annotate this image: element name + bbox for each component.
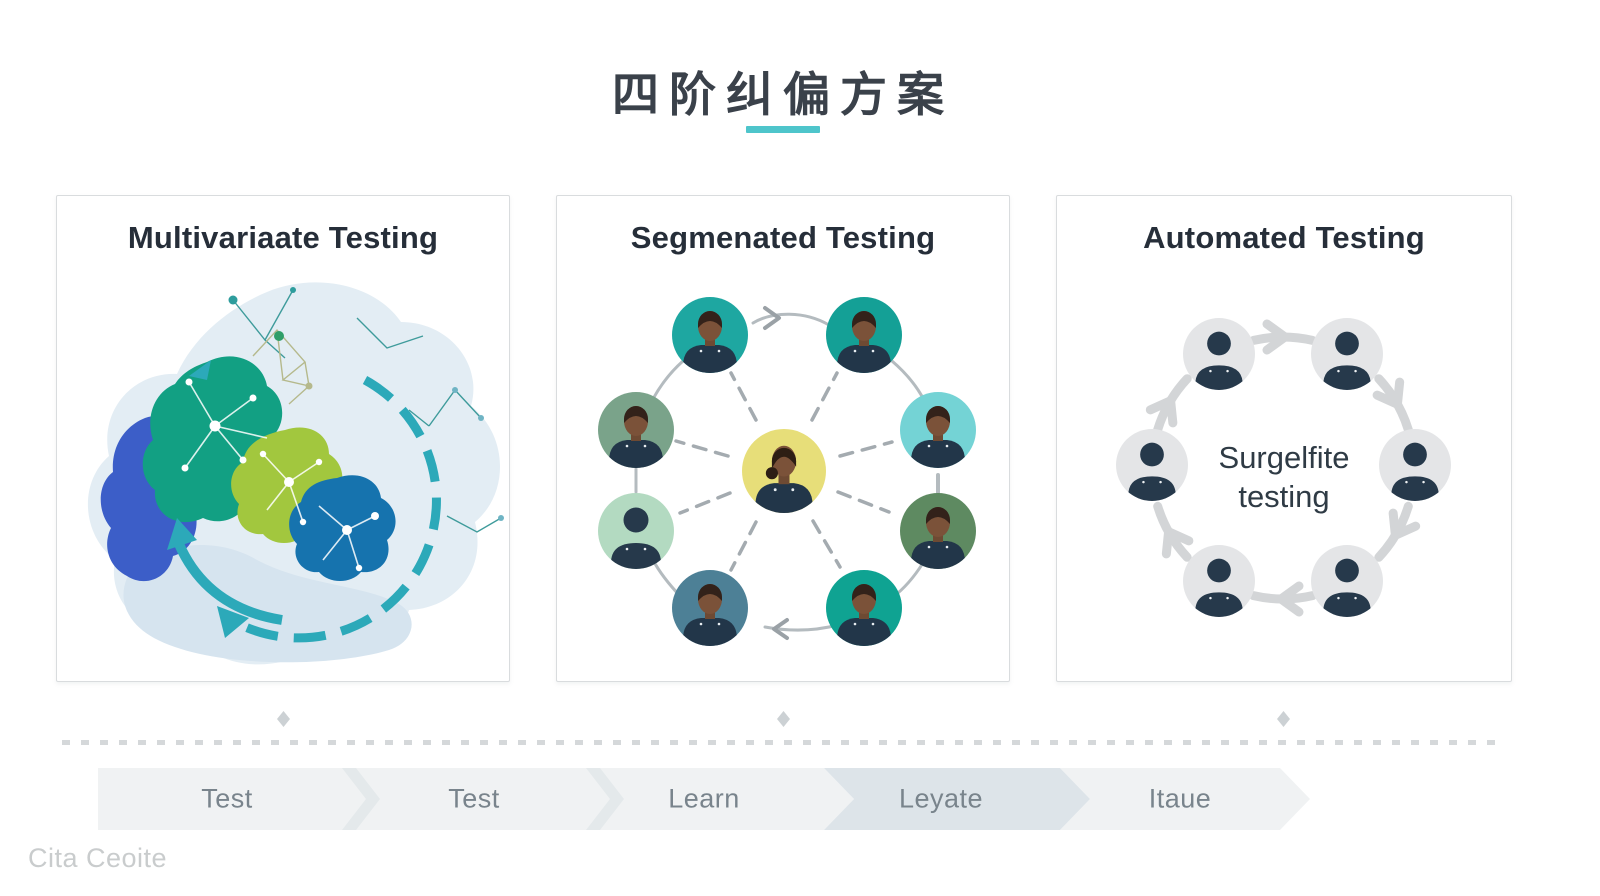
person-avatar-icon	[1116, 429, 1188, 501]
panel-3-title: Automated Testing	[1143, 220, 1425, 255]
panel-multivariate-testing: Multivariaate Testing	[56, 195, 510, 682]
small-top-arrow-icon	[189, 360, 211, 380]
connector-diamond-icon	[777, 711, 790, 727]
connector-diamond-icon	[277, 711, 290, 727]
watermark: Cita Ceoite	[28, 843, 168, 873]
page-title: 四阶纠偏方案	[612, 68, 954, 121]
abstract-blob-cycle-illustration	[87, 282, 504, 665]
arrow-left-icon	[772, 618, 789, 640]
hub-spokes	[674, 371, 894, 572]
timeline-dashed-line	[62, 740, 1502, 745]
stage-label: Test	[448, 783, 500, 814]
network-lines-lime-blob	[259, 450, 323, 526]
panel-automated-testing: Automated Testing	[1056, 195, 1512, 682]
network-web-olive	[252, 328, 313, 405]
network-lines-teal-blob	[181, 378, 268, 472]
connector-diamond-icon	[1277, 711, 1290, 727]
blue-blob	[289, 475, 396, 581]
up-arrowhead-icon	[167, 518, 197, 550]
panel-1-title: Multivariaate Testing	[127, 220, 439, 255]
person-avatar-icon	[672, 297, 748, 373]
cycle-center-line-2: testing	[1238, 478, 1330, 514]
network-lines-blue-blob	[318, 505, 379, 572]
person-avatar-icon	[900, 392, 976, 468]
person-avatar-icon	[672, 570, 748, 646]
stage-label: Learn	[668, 783, 740, 814]
title-underline	[746, 126, 820, 133]
stage-segment-highlighted	[824, 768, 1090, 830]
dashed-cycle-arc	[230, 376, 441, 643]
stage-segment	[98, 768, 378, 830]
panel-segmented-testing: Segmenated Testing	[556, 195, 1010, 682]
person-avatar-icon	[598, 493, 674, 569]
cycle-center-text: Surgelfite testing	[1057, 439, 1511, 517]
network-lines-outer	[228, 287, 504, 533]
stage-segment	[1060, 768, 1310, 830]
person-avatar-icon	[826, 570, 902, 646]
stage-segment	[348, 768, 622, 830]
panel-2-title: Segmenated Testing	[630, 220, 936, 255]
stage-label: Leyate	[898, 783, 984, 814]
avatar-cycle-illustration	[1116, 318, 1451, 617]
hub-center-avatar-icon	[742, 429, 826, 513]
person-avatar-icon	[900, 493, 976, 569]
arrow-right-icon	[763, 306, 781, 330]
person-avatar-icon	[826, 297, 902, 373]
stage-label: Itaue	[1148, 783, 1212, 814]
person-avatar-icon	[598, 392, 674, 468]
person-avatar-icon	[1379, 429, 1451, 501]
stage-segment	[592, 768, 854, 830]
person-avatar-icon	[1183, 545, 1255, 617]
person-avatar-icon	[1311, 545, 1383, 617]
stage-label: Test	[201, 783, 253, 814]
process-stage-band: Test Test Learn Leyate Itaue	[98, 768, 1312, 830]
person-avatar-icon	[1183, 318, 1255, 390]
cycle-arrowhead-icon	[217, 606, 249, 638]
person-avatar-icon	[1311, 318, 1383, 390]
cycle-center-line-1: Surgelfite	[1218, 440, 1350, 475]
solid-up-arrow	[174, 541, 283, 625]
hub-and-spoke-avatars-illustration	[598, 297, 976, 646]
